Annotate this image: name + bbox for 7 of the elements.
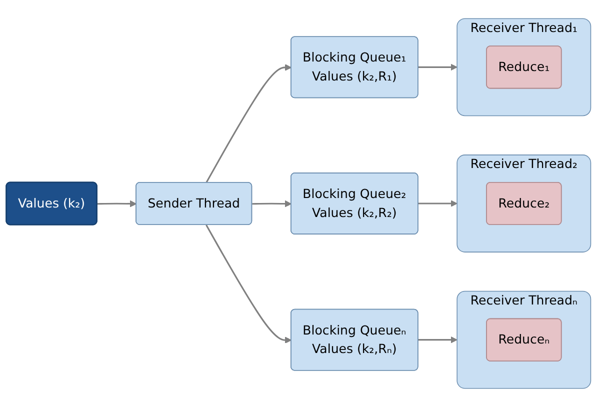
- arrow: [418, 336, 458, 344]
- arrow: [206, 64, 292, 184]
- arrow: [418, 200, 458, 207]
- arrow: [206, 224, 292, 344]
- arrow: [418, 64, 458, 71]
- arrow: [252, 200, 292, 208]
- arrow: [97, 200, 137, 208]
